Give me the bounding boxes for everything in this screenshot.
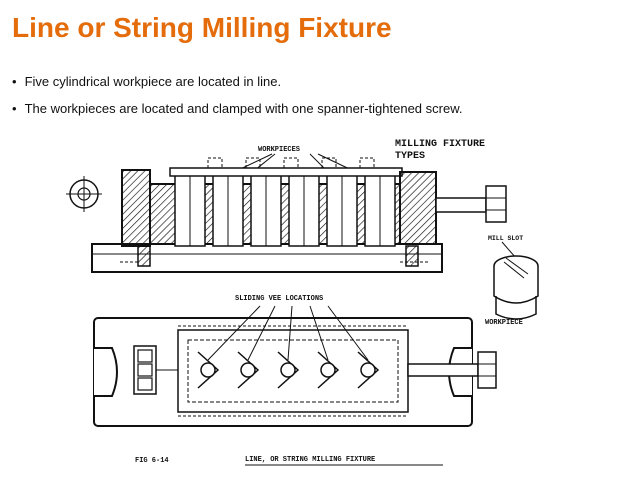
label-workpieces: WORKPIECES [258,146,300,154]
label-mill-slot: MILL SLOT [488,235,523,242]
sliding-vee-locations [197,351,380,389]
fixture-drawing: MILLING FIXTURE TYPES WORKPIECES MILL SL… [66,139,539,466]
fig-caption: LINE, OR STRING MILLING FIXTURE [245,456,375,464]
label-sliding-vee: SLIDING VEE LOCATIONS [235,295,323,303]
heading-line2: TYPES [395,151,425,162]
bullet-list: Five cylindrical workpiece are located i… [12,74,463,128]
plan-clamp-screw [407,351,497,389]
heading-line1: MILLING FIXTURE [395,139,485,150]
workpiece-detail [493,241,539,320]
clamp-screw [435,185,507,223]
slide-title: Line or String Milling Fixture [12,12,392,43]
fixture-plan-view [93,305,497,427]
bullet-item: Five cylindrical workpiece are located i… [12,74,462,89]
fig-number: FIG 6-14 [135,457,169,465]
right-end-block [399,171,437,245]
fixture-elevation-view [66,157,507,273]
left-end-block [121,169,151,247]
label-workpiece: WORKPIECE [485,319,523,327]
bullet-item: The workpieces are located and clamped w… [12,101,463,116]
